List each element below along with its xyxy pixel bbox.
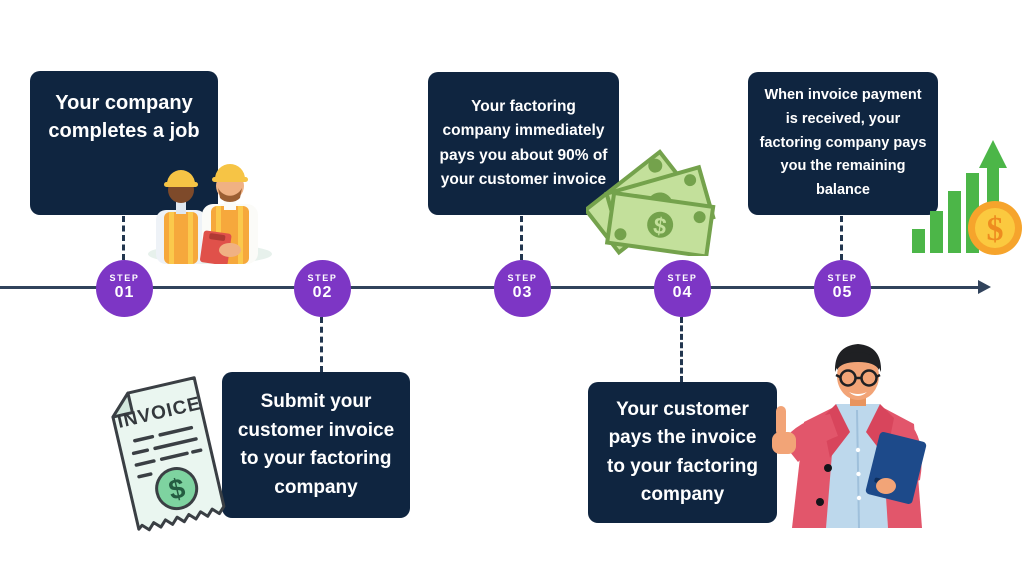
step-circle-1: STEP 01: [96, 260, 153, 317]
dollar-icon: $: [652, 212, 668, 240]
step-label: STEP: [507, 273, 538, 284]
step-5-text-box: When invoice payment is received, your f…: [748, 72, 938, 215]
step-label: STEP: [827, 273, 858, 284]
thumbs-up-hand: [772, 406, 796, 454]
step-3-text: Your factoring company immediately pays …: [439, 98, 608, 188]
up-arrow-icon: [979, 140, 1007, 168]
step-circle-4: STEP 04: [654, 260, 711, 317]
step-circle-3: STEP 03: [494, 260, 551, 317]
dollar-icon: $: [166, 472, 189, 506]
growth-chart-coin-icon: $: [912, 140, 1022, 255]
step-1-text: Your company completes a job: [48, 92, 200, 142]
construction-workers-icon: [148, 164, 272, 264]
cash-bills-icon: $ $: [586, 149, 716, 256]
step-2-text: Submit your customer invoice to your fac…: [237, 391, 395, 498]
connector-step-1: [122, 216, 125, 260]
step-3-text-box: Your factoring company immediately pays …: [428, 72, 619, 215]
step-number: 02: [312, 284, 333, 302]
invoice-document-icon: INVOICE $: [111, 376, 226, 532]
step-5-text: When invoice payment is received, your f…: [759, 86, 927, 199]
connector-step-3: [520, 216, 523, 260]
step-number: 05: [832, 284, 853, 302]
step-circle-5: STEP 05: [814, 260, 871, 317]
worker-right: [200, 164, 258, 264]
connector-step-5: [840, 216, 843, 260]
step-number: 03: [512, 284, 533, 302]
step-label: STEP: [109, 273, 140, 284]
step-label: STEP: [307, 273, 338, 284]
dollar-icon: $: [987, 211, 1004, 248]
step-2-text-box: Submit your customer invoice to your fac…: [222, 372, 410, 518]
connector-step-4: [680, 317, 683, 382]
customer-thumbs-up-icon: [772, 344, 927, 528]
glasses-icon: [835, 369, 881, 387]
step-4-text: Your customer pays the invoice to your f…: [607, 398, 758, 506]
clipboard-icon: [200, 230, 232, 264]
worker-left: [156, 170, 206, 264]
step-4-text-box: Your customer pays the invoice to your f…: [588, 382, 777, 523]
step-circle-2: STEP 02: [294, 260, 351, 317]
connector-step-2: [320, 317, 323, 372]
step-number: 01: [114, 284, 135, 302]
timeline-arrowhead-icon: [978, 280, 991, 294]
timeline-line: [0, 286, 980, 289]
coin-icon: $: [968, 201, 1022, 255]
step-number: 04: [672, 284, 693, 302]
step-label: STEP: [667, 273, 698, 284]
